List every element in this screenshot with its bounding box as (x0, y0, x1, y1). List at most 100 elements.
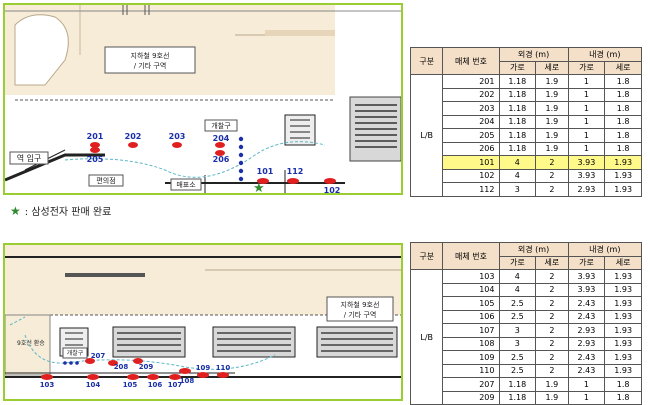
dimension-cell: 1.8 (604, 101, 642, 116)
zone-label-line2: / 기타 구역 (134, 61, 167, 70)
dimension-cell: 2 (535, 269, 569, 284)
dimension-cell: 2 (535, 296, 569, 311)
dimension-cell: 1.9 (535, 74, 569, 89)
dimension-cell: 1.18 (498, 390, 537, 405)
dimension-cell: 1 (567, 87, 606, 102)
media-no-cell: 108 (442, 336, 500, 351)
media-no-cell: 101 (442, 155, 500, 170)
dimension-cell: 1.18 (498, 377, 537, 392)
th-outer-height: 세로 (535, 60, 569, 75)
media-no-cell: 201 (442, 74, 500, 89)
dimension-cell: 4 (498, 168, 537, 183)
th-inner-width-b: 가로 (567, 255, 606, 270)
media-no-cell: 110 (442, 363, 500, 378)
media-label-108: 108 (180, 377, 195, 385)
media-no-cell: 203 (442, 101, 500, 116)
dimension-cell: 1.8 (604, 141, 642, 156)
th-media-no: 매체 번호 (442, 47, 500, 75)
dimension-cell: 1.18 (498, 128, 537, 143)
media-label-209: 209 (139, 363, 154, 371)
dimension-cell: 2.5 (498, 363, 537, 378)
media-no-cell: 207 (442, 377, 500, 392)
media-label-112: 112 (287, 167, 304, 176)
dimension-cell: 2.43 (567, 296, 606, 311)
dimension-cell: 2 (535, 309, 569, 324)
dimension-cell: 3.93 (567, 282, 606, 297)
media-label-205: 205 (87, 155, 104, 164)
th-outer: 외경 (m) (498, 47, 569, 62)
dimension-cell: 1.93 (604, 269, 642, 284)
group-cell: L/B (409, 269, 444, 405)
store-label: 편의점 (96, 176, 115, 185)
media-no-cell: 105 (442, 296, 500, 311)
dimension-cell: 1.93 (604, 363, 642, 378)
media-label-107: 107 (168, 381, 183, 389)
media-no-cell: 106 (442, 309, 500, 324)
dimension-cell: 2 (535, 323, 569, 338)
dimension-cell: 1 (567, 114, 606, 129)
dimension-cell: 3.93 (567, 168, 606, 183)
dimension-cell: 1.93 (604, 155, 642, 170)
dimension-cell: 1.93 (604, 296, 642, 311)
dimension-cell: 2 (535, 182, 569, 197)
dimension-cell: 2.43 (567, 363, 606, 378)
media-marker-208: 208 (108, 360, 128, 371)
dimension-cell: 4 (498, 269, 537, 284)
dimension-cell: 1 (567, 101, 606, 116)
th-media-no-b: 매체 번호 (442, 242, 500, 270)
dimension-cell: 1.18 (498, 74, 537, 89)
bottom-zone-label-line1: 지하철 9호선 (341, 300, 380, 309)
transfer-label: 9호선 환승 (17, 339, 45, 347)
media-marker-109: 109 (196, 364, 210, 378)
media-no-cell: 205 (442, 128, 500, 143)
media-no-cell: 107 (442, 323, 500, 338)
media-marker-102: 102 (324, 178, 340, 195)
media-label-201: 201 (87, 132, 104, 141)
media-marker-107: 107 (168, 374, 183, 389)
media-marker-105: 105 (123, 374, 139, 389)
dimension-cell: 1.93 (604, 336, 642, 351)
dimension-cell: 1.93 (604, 282, 642, 297)
dimension-cell: 1.9 (535, 390, 569, 405)
th-outer-height-b: 세로 (535, 255, 569, 270)
media-no-cell: 202 (442, 87, 500, 102)
th-outer-b: 외경 (m) (498, 242, 569, 257)
media-no-cell: 204 (442, 114, 500, 129)
th-inner-b: 내경 (m) (567, 242, 643, 257)
dimension-cell: 4 (498, 155, 537, 170)
th-category-b: 구분 (409, 242, 444, 270)
th-category: 구분 (409, 47, 444, 75)
dimension-cell: 1 (567, 128, 606, 143)
dimension-cell: 1.9 (535, 141, 569, 156)
dimension-cell: 2.5 (498, 309, 537, 324)
dimension-cell: 3 (498, 182, 537, 197)
dimension-cell: 1.93 (604, 309, 642, 324)
media-label-104: 104 (86, 381, 101, 389)
zone-label-line1: 지하철 9호선 (131, 51, 170, 60)
dimension-cell: 1.9 (535, 128, 569, 143)
media-no-cell: 103 (442, 269, 500, 284)
star-icon: ★ (10, 204, 21, 218)
dimension-cell: 2.93 (567, 336, 606, 351)
media-no-cell: 109 (442, 350, 500, 365)
dimension-cell: 1.8 (604, 377, 642, 392)
bottom-floor-map: 지하철 9호선 / 기타 구역 9호선 환승 개찰구 (3, 243, 403, 401)
dimension-cell: 3 (498, 336, 537, 351)
top-floor-map: 지하철 9호선 / 기타 구역 역 입구 편의점 매표소 개찰구 (3, 3, 403, 196)
dimension-cell: 2 (535, 155, 569, 170)
media-label-106: 106 (148, 381, 163, 389)
dimension-cell: 1 (567, 141, 606, 156)
dimension-cell: 2.93 (567, 323, 606, 338)
dimension-cell: 1.9 (535, 101, 569, 116)
dimension-cell: 1.18 (498, 114, 537, 129)
media-marker-203: 203 (169, 132, 185, 148)
gate-label: 개찰구 (211, 121, 231, 130)
media-marker-201: 201 (87, 132, 104, 148)
